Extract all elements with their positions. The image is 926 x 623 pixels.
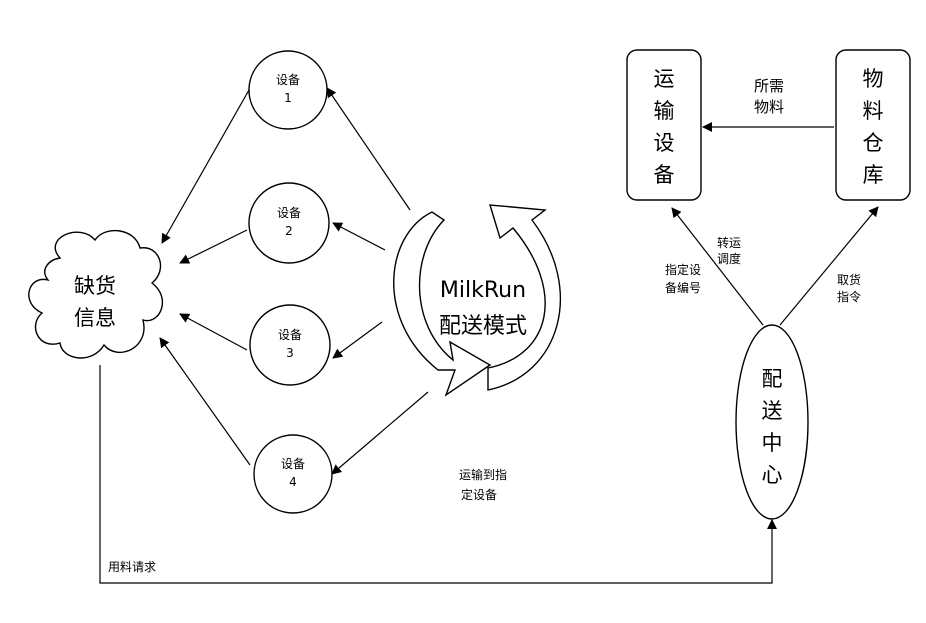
label-transport-to-device-1: 运输到指 — [459, 467, 507, 482]
transport-char: 输 — [654, 99, 675, 123]
device-number: 4 — [289, 475, 297, 489]
device-label: 设备 — [277, 206, 301, 220]
arrow-device4-to-shortage — [160, 338, 250, 465]
device-number: 3 — [286, 346, 294, 360]
transport-char: 设 — [654, 131, 675, 155]
device-circle — [250, 305, 330, 385]
label-assign-device-2: 备编号 — [665, 280, 701, 295]
warehouse-char: 仓 — [863, 131, 884, 155]
transport-char: 备 — [654, 163, 675, 187]
arrow-milkrun-to-device4 — [332, 392, 428, 474]
transport-char: 运 — [654, 67, 675, 91]
arrow-device1-to-shortage — [162, 90, 249, 243]
device-node: 设备 4 — [254, 435, 332, 513]
device-circle — [254, 435, 332, 513]
arrow-center-to-warehouse — [780, 207, 878, 325]
milkrun-label-line2: 配送模式 — [439, 314, 527, 339]
center-char: 配 — [762, 367, 783, 391]
arrow-device3-to-shortage — [180, 314, 247, 350]
device-circle — [249, 51, 327, 129]
device-number: 2 — [285, 224, 293, 238]
device-label: 设备 — [281, 457, 305, 471]
shortage-label-line2: 信息 — [74, 306, 116, 330]
arrow-milkrun-to-device2 — [333, 223, 385, 250]
device-number: 1 — [284, 91, 292, 105]
arrow-milkrun-to-device3 — [333, 322, 382, 358]
shortage-label-line1: 缺货 — [74, 274, 116, 298]
milkrun-cycle: MilkRun 配送模式 — [394, 205, 561, 395]
device-circle — [249, 183, 329, 263]
label-required-materials-1: 所需 — [754, 77, 784, 95]
warehouse-box: 物 料 仓 库 — [836, 50, 910, 200]
distribution-center: 配 送 中 心 — [736, 325, 808, 519]
center-char: 心 — [762, 463, 783, 487]
label-transfer-dispatch-1: 转运 — [717, 235, 741, 250]
warehouse-char: 库 — [863, 163, 884, 187]
device-node: 设备 2 — [249, 183, 329, 263]
device-label: 设备 — [276, 73, 300, 87]
label-pickup-instruction-1: 取货 — [837, 272, 861, 287]
transport-equipment-box: 运 输 设 备 — [627, 50, 701, 200]
cycle-arrow-left — [394, 212, 490, 395]
label-transfer-dispatch-2: 调度 — [717, 251, 741, 266]
device-node: 设备 3 — [250, 305, 330, 385]
shortage-cloud: 缺货 信息 — [29, 231, 163, 358]
device-node: 设备 1 — [249, 51, 327, 129]
arrow-milkrun-to-device1 — [327, 88, 410, 210]
milkrun-label-line1: MilkRun — [440, 278, 526, 303]
warehouse-char: 物 — [863, 67, 884, 91]
center-char: 中 — [762, 431, 783, 455]
center-char: 送 — [762, 399, 783, 423]
label-transport-to-device-2: 定设备 — [461, 487, 497, 502]
arrow-device2-to-shortage — [180, 230, 247, 263]
label-assign-device-1: 指定设 — [665, 262, 701, 277]
device-label: 设备 — [278, 328, 302, 342]
warehouse-char: 料 — [863, 99, 884, 123]
label-pickup-instruction-2: 指令 — [837, 289, 861, 304]
arrow-material-request — [100, 365, 772, 583]
label-required-materials-2: 物料 — [754, 98, 784, 116]
label-material-request: 用料请求 — [108, 560, 156, 574]
